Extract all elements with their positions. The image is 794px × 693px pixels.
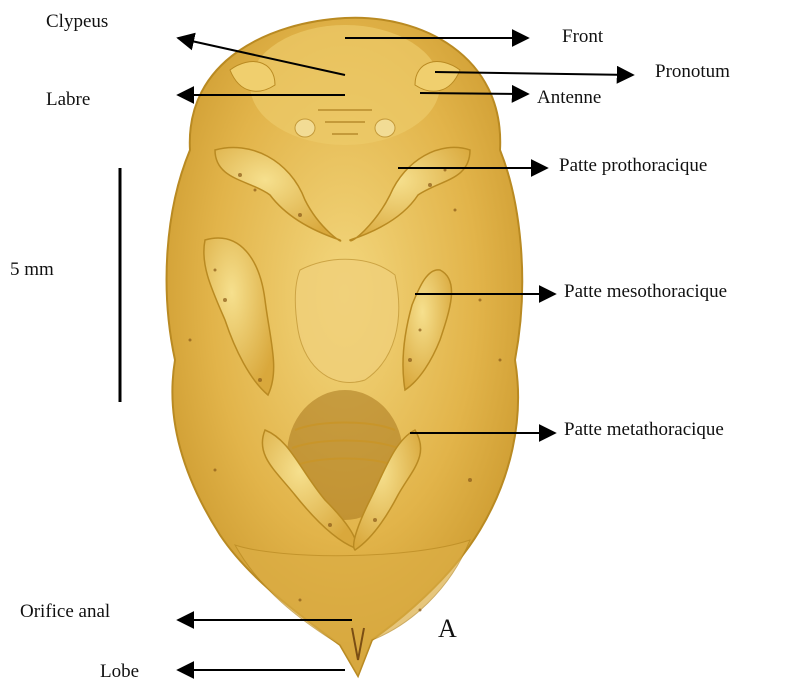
label-antenne: Antenne xyxy=(537,88,601,107)
label-scale: 5 mm xyxy=(10,260,54,279)
label-orifice-anal: Orifice anal xyxy=(20,602,110,621)
label-patte-prothoracique: Patte prothoracique xyxy=(559,156,707,175)
eye-left xyxy=(295,119,315,137)
eye-right xyxy=(375,119,395,137)
arrow-antenne xyxy=(420,93,528,94)
label-patte-mesothoracique: Patte mesothoracique xyxy=(564,282,727,301)
label-labre: Labre xyxy=(46,90,90,109)
label-front: Front xyxy=(562,27,603,46)
label-clypeus: Clypeus xyxy=(46,12,108,31)
label-lobe: Lobe xyxy=(100,662,139,681)
label-pronotum: Pronotum xyxy=(655,62,730,81)
lower-abdomen xyxy=(235,540,470,676)
label-patte-metathoracique: Patte metathoracique xyxy=(564,420,724,439)
head-region xyxy=(250,25,440,145)
pupa-body xyxy=(167,18,523,676)
panel-letter: A xyxy=(438,616,457,642)
